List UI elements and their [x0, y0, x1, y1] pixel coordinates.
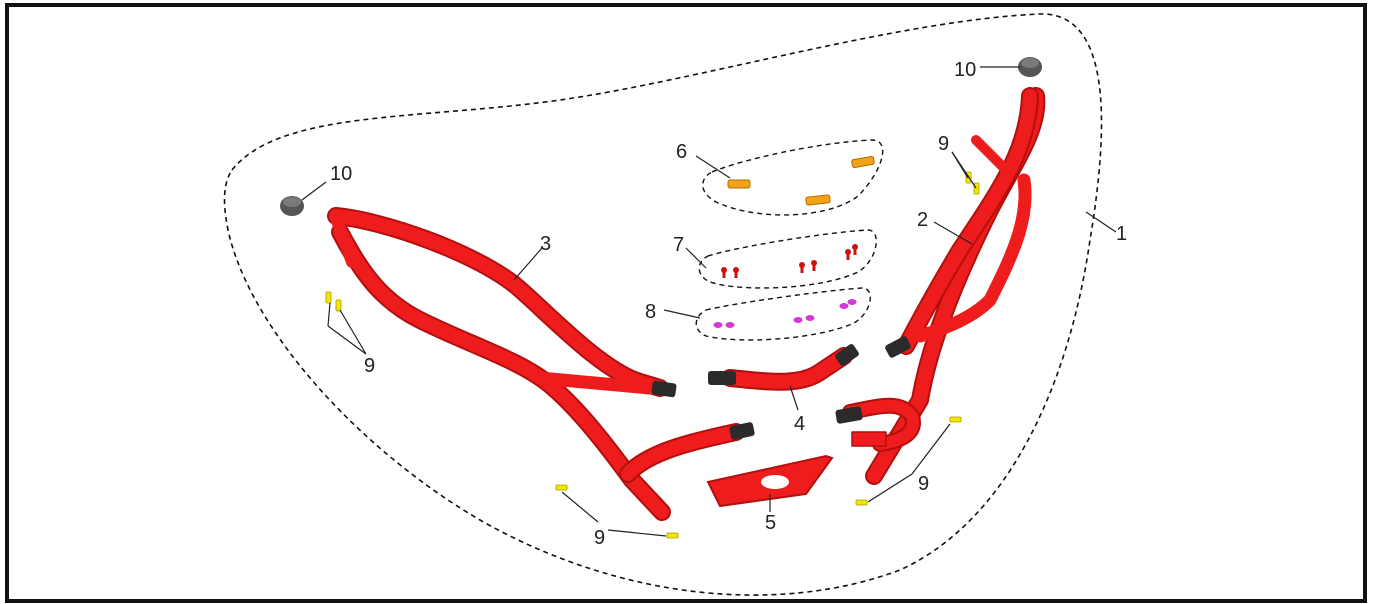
diagram-border — [5, 3, 1367, 603]
part-3-left-frame — [327, 207, 745, 521]
callout-9-left: 9 — [364, 355, 375, 377]
callout-10-left: 10 — [330, 163, 352, 185]
callout-9-top-right: 9 — [938, 133, 949, 155]
group-outline-6 — [702, 139, 884, 216]
group-outline-8 — [695, 287, 871, 341]
callout-9-bottom: 9 — [594, 527, 605, 549]
cap-icon — [1018, 57, 1042, 77]
callout-2: 2 — [917, 209, 928, 231]
callout-4: 4 — [794, 413, 805, 435]
group-outline-7 — [698, 229, 877, 289]
callout-3: 3 — [540, 233, 551, 255]
callout-9-bottom-right: 9 — [918, 473, 929, 495]
callout-1: 1 — [1116, 223, 1127, 245]
end-cap-icon — [651, 380, 755, 440]
callout-5: 5 — [765, 512, 776, 534]
end-cap-icon — [835, 336, 911, 424]
callout-6: 6 — [676, 141, 687, 163]
leader-lines — [301, 66, 1117, 537]
end-cap-icon — [708, 371, 736, 385]
callout-8: 8 — [645, 301, 656, 323]
part-2-right-frame — [842, 87, 1046, 485]
callout-10-right: 10 — [954, 59, 976, 81]
bolt-icon — [325, 171, 980, 539]
part-4-middle-tube — [708, 344, 859, 391]
pad-icon — [727, 155, 875, 206]
nut-icon — [713, 299, 857, 328]
screw-icon — [721, 244, 858, 278]
assembly-outline — [223, 13, 1103, 596]
end-cap-icon — [835, 344, 859, 366]
cap-icon — [280, 196, 304, 216]
callout-7: 7 — [673, 234, 684, 256]
part-5-skid-plate — [706, 454, 834, 508]
